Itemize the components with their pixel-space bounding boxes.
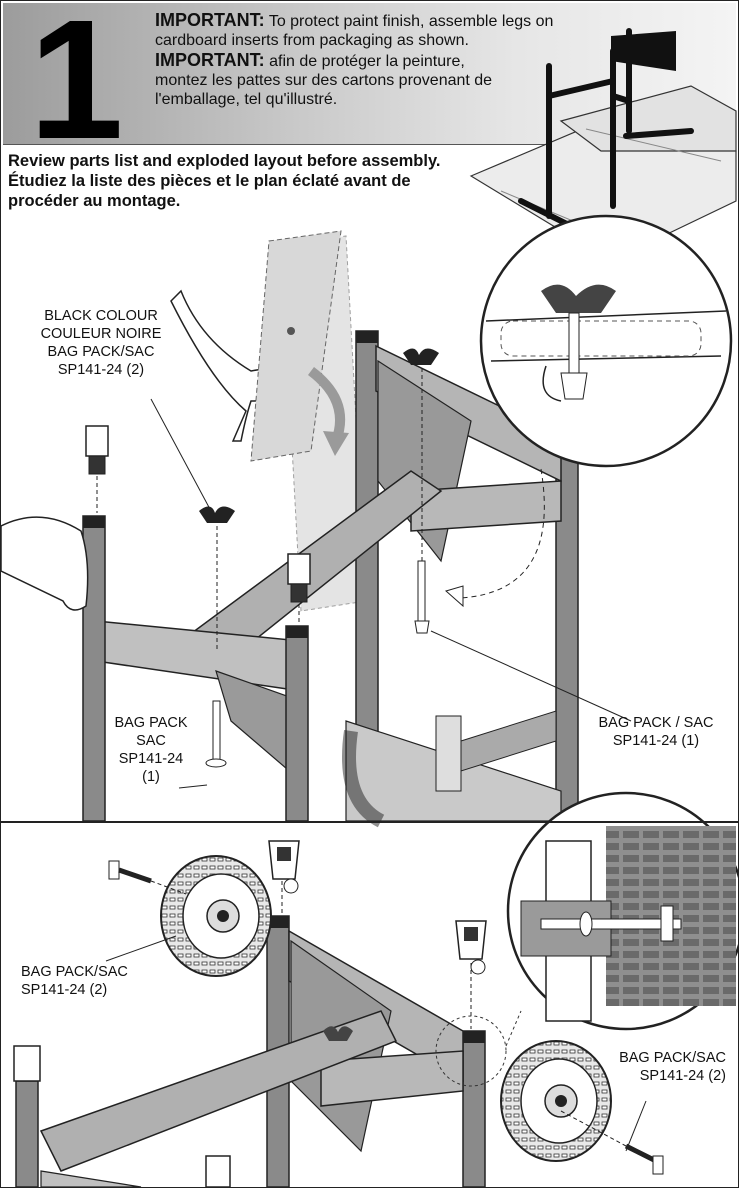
label-wingnut-part: SP141-24 (2) xyxy=(57,362,145,378)
wheel-axle-icon xyxy=(108,860,187,895)
wing-nut-icon xyxy=(403,348,439,561)
label-bolt: BAG PACK SAC SP141-24 (1) xyxy=(106,714,196,786)
wheel-icon xyxy=(500,1040,612,1162)
important-label-en: IMPORTANT: xyxy=(155,10,265,30)
important-text-en: To protect paint finish, assemble legs o… xyxy=(155,13,554,49)
caster-socket-icon xyxy=(268,840,300,913)
label-right-wheel-bag: BAG PACK/SAC xyxy=(619,1050,726,1066)
cardboard-legs-illustration xyxy=(469,28,737,262)
label-right-wheel-part: SP141-24 (2) xyxy=(639,1068,726,1084)
wheel-icon xyxy=(160,855,272,977)
leader-line xyxy=(105,935,177,962)
bottom-panel-frame xyxy=(13,915,486,1187)
detail-callout-axle xyxy=(435,791,738,1087)
detached-leg-illustration xyxy=(250,230,342,462)
intro-fr: Étudiez la liste des pièces et le plan é… xyxy=(8,172,411,210)
step-number: 1 xyxy=(29,0,124,175)
label-bolt-bag-1: BAG PACK xyxy=(114,715,188,731)
important-label-fr: IMPORTANT: xyxy=(155,50,265,70)
label-right-part: SP141-24 (1) xyxy=(612,733,700,749)
label-right-bolt: BAG PACK / SAC SP141-24 (1) xyxy=(586,714,726,750)
leader-line xyxy=(178,784,208,789)
bolt-icon xyxy=(414,560,430,634)
bolt-icon xyxy=(205,700,227,768)
caster-socket-icon xyxy=(455,920,487,1029)
leg-cap-icon xyxy=(85,425,109,513)
important-note-en: IMPORTANT: To protect paint finish, asse… xyxy=(155,11,560,50)
wheel-axle-icon xyxy=(560,1110,664,1175)
label-right-bag: BAG PACK / SAC xyxy=(598,715,714,731)
leg-cap-icon xyxy=(287,553,311,623)
leader-line xyxy=(625,1100,647,1152)
intro-en: Review parts list and exploded layout be… xyxy=(8,152,441,170)
label-bolt-part: SP141-24 xyxy=(118,751,184,767)
label-bolt-bag-2: SAC xyxy=(136,733,166,749)
important-note-fr: IMPORTANT: afin de protéger la peinture,… xyxy=(155,51,515,109)
leader-line xyxy=(150,398,212,512)
label-colour-fr: COULEUR NOIRE xyxy=(40,326,162,342)
important-text-fr: afin de protéger la peinture, montez les… xyxy=(155,53,493,108)
label-right-wheel: BAG PACK/SAC SP141-24 (2) xyxy=(596,1049,726,1085)
detail-callout-bolt xyxy=(444,214,733,608)
label-left-wheel-bag: BAG PACK/SAC xyxy=(21,964,128,980)
label-left-wheel-part: SP141-24 (2) xyxy=(21,982,108,998)
wing-nut-icon xyxy=(199,506,235,651)
leader-line xyxy=(430,630,632,722)
label-bolt-qty: (1) xyxy=(142,769,160,785)
label-left-wheel: BAG PACK/SAC SP141-24 (2) xyxy=(21,963,141,999)
label-wingnut-bag: BAG PACK/SAC xyxy=(47,344,155,360)
rotate-arrow-icon xyxy=(307,367,349,456)
intro-instructions: Review parts list and exploded layout be… xyxy=(8,151,478,211)
label-colour-en: BLACK COLOUR xyxy=(44,308,158,324)
label-colour: BLACK COLOUR COULEUR NOIRE BAG PACK/SAC … xyxy=(11,307,191,379)
panel-divider xyxy=(1,821,738,823)
